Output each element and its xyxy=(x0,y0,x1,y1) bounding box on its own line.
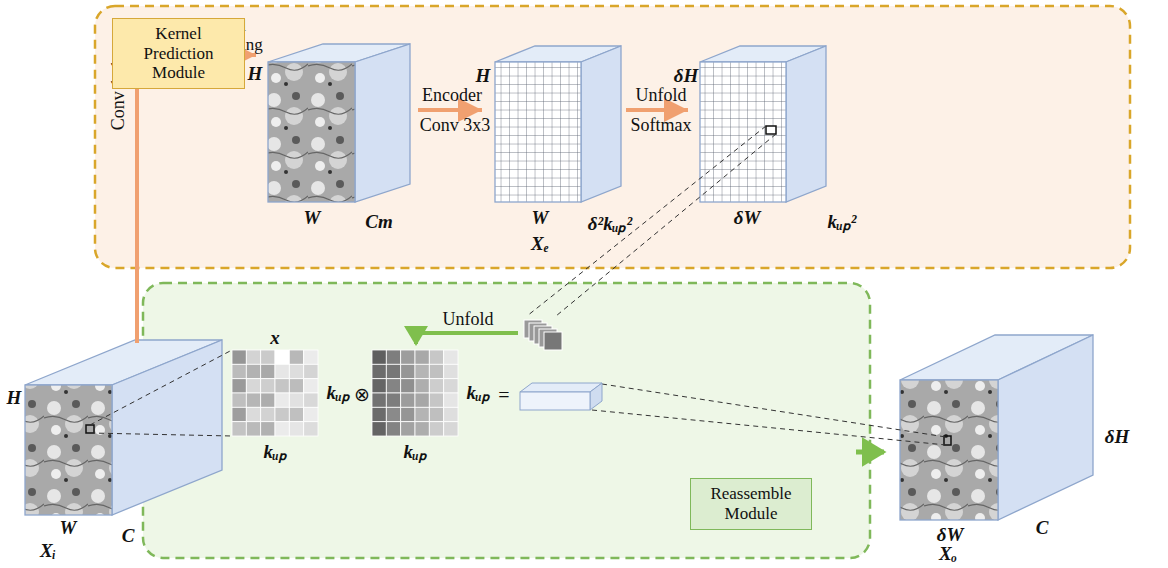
reassembled-vector xyxy=(520,383,602,410)
dimension-label: W xyxy=(304,208,321,229)
selected-cell xyxy=(766,126,776,134)
cube-side xyxy=(355,44,410,202)
cube-front xyxy=(495,62,581,202)
dimension-label: x xyxy=(270,328,280,349)
compressed-cube xyxy=(268,44,410,202)
input-cube xyxy=(25,340,222,515)
dimension-label: kᵤₚ² xyxy=(828,212,857,233)
cube-side xyxy=(581,46,621,202)
operation-label: = xyxy=(498,384,509,406)
operation-label: Encoder xyxy=(422,86,482,106)
kernel-cube xyxy=(700,46,826,202)
flow-arrow xyxy=(626,108,688,112)
operation-label: Softmax xyxy=(631,116,692,136)
dimension-label: kᵤₚ xyxy=(326,383,349,404)
dimension-label: W xyxy=(532,208,549,229)
dimension-label: C xyxy=(1036,518,1049,539)
module-title-box: Reassemble Module xyxy=(690,478,812,530)
dimension-label: C xyxy=(122,526,135,547)
cube-side xyxy=(786,46,826,202)
operation-label: ⊗ xyxy=(354,385,370,406)
dimension-label: Cm xyxy=(365,212,392,233)
dimension-label: δ²kᵤₚ² xyxy=(588,214,632,235)
output-cube xyxy=(900,335,1093,520)
dimension-label: H xyxy=(248,64,263,85)
operation-label: Unfold xyxy=(636,86,687,106)
dimension-label: H xyxy=(7,388,22,409)
flow-arrow xyxy=(137,55,256,343)
dimension-label: Xₒ xyxy=(939,544,957,565)
cube-side xyxy=(998,335,1093,520)
cube-front xyxy=(700,62,786,202)
unfold-arrow xyxy=(416,333,518,344)
operation-label: Conv 3x3 xyxy=(420,116,491,136)
output-arrow xyxy=(856,450,884,455)
dimension-label: kᵤₚ xyxy=(263,442,286,463)
kernel-stack xyxy=(524,320,562,350)
dimension-label: δH xyxy=(674,66,699,87)
module-title: Kernel Prediction Module xyxy=(119,24,238,83)
kernel-weights xyxy=(372,350,458,436)
output-cell xyxy=(944,436,951,445)
kernel-region xyxy=(95,6,1130,268)
dimension-label: Xₑ xyxy=(531,234,549,255)
cube-front xyxy=(900,380,998,520)
dimension-label: δW xyxy=(937,525,964,546)
module-title: Reassemble Module xyxy=(697,484,805,523)
selected-cell xyxy=(86,425,94,433)
cube-front xyxy=(25,385,112,515)
dimension-label: H xyxy=(476,66,491,87)
leader-lines xyxy=(90,126,946,445)
dimension-label: W xyxy=(60,518,77,539)
encoded-cube xyxy=(495,46,621,202)
dimension-label: δH xyxy=(1105,427,1130,448)
cube-front xyxy=(268,62,355,202)
operation-label: Unfold xyxy=(443,310,494,330)
module-title-box: Kernel Prediction Module xyxy=(112,18,245,89)
reassemble-region xyxy=(143,283,870,558)
dimension-label: δW xyxy=(734,208,761,229)
dimension-label: kᵤₚ xyxy=(403,442,426,463)
dimension-label: Xᵢ xyxy=(40,541,56,562)
dimension-label: kᵤₚ xyxy=(466,383,489,404)
cube-side xyxy=(112,340,222,515)
feature-patch xyxy=(232,350,318,436)
flow-arrow xyxy=(418,108,482,112)
